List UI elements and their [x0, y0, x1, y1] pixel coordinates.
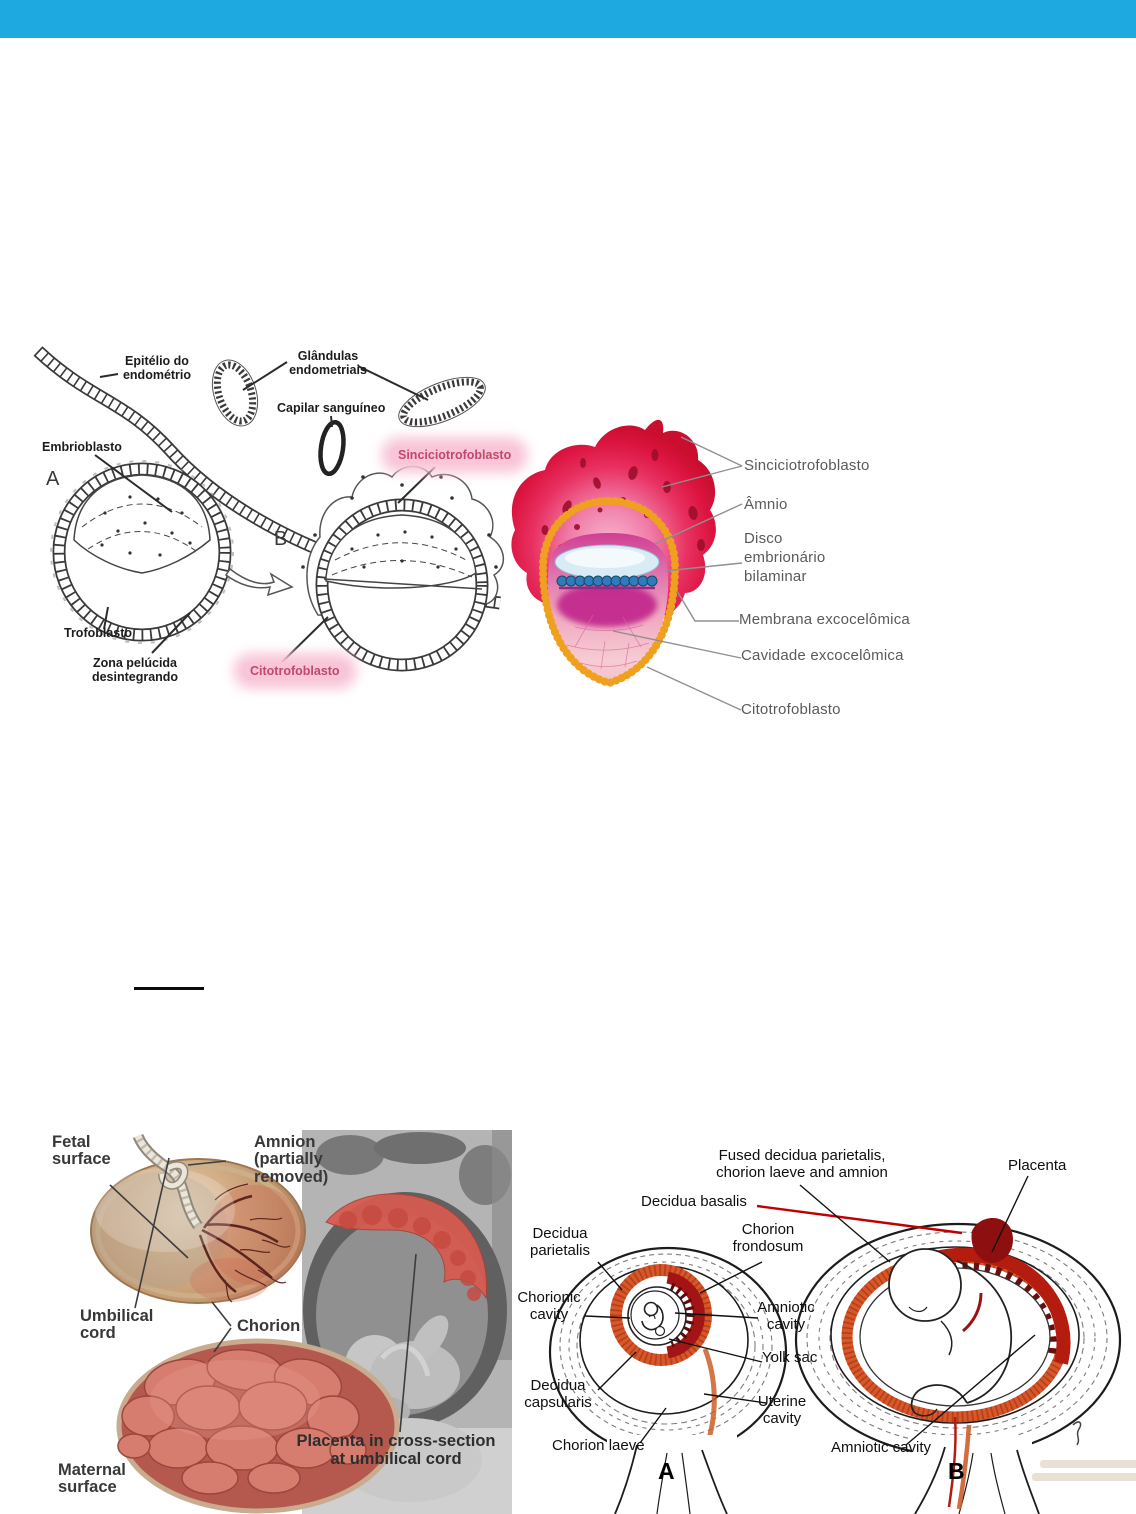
label-chorion-laeve: Chorion laeve — [552, 1437, 645, 1454]
label-letter-b: B — [274, 528, 288, 550]
label-citotrofoblasto-highlighted: Citotrofoblasto — [242, 662, 348, 680]
label-membrana-excocelomica: Membrana excocelômica — [739, 611, 910, 628]
label-amniotic-cavity-b: Amniotic cavity — [831, 1439, 932, 1456]
label-embrioblasto: Embrioblasto — [42, 440, 122, 454]
label-amnio: Âmnio — [744, 496, 788, 513]
label-capilar-sanguineo: Capilar sanguíneo — [277, 401, 386, 415]
fetus-outline — [888, 1248, 1013, 1417]
amniotic-cavity-and-disc — [554, 544, 660, 590]
fig2-leader-lines — [612, 436, 743, 711]
label-chorionic-cavity: Chorionic cavity — [517, 1289, 581, 1323]
label-amnion-removed: Amnion (partially removed) — [254, 1133, 329, 1186]
fig4-uterus-diagrams — [548, 1175, 1136, 1514]
uterus-diagram-b — [794, 1217, 1122, 1514]
faint-watermark — [1032, 1460, 1136, 1481]
label-amniotic-cavity-a: Amniotic cavity — [757, 1299, 815, 1333]
label-sinciciotrofoblasto-2: Sinciciotrofoblasto — [744, 457, 870, 474]
fig4-leader-lines — [584, 1175, 1036, 1446]
label-disco-embrionario: Disco embrionário bilaminar — [744, 530, 826, 585]
maternal-surface-placenta — [116, 1338, 400, 1514]
transition-arrow — [224, 567, 294, 597]
fig3-leader-lines — [109, 1157, 417, 1433]
label-placenta: Placenta — [1008, 1157, 1067, 1174]
label-umbilical-cord: Umbilical cord — [80, 1307, 154, 1343]
umbilical-cord — [132, 1133, 203, 1230]
fetal-surface-placenta — [90, 1133, 306, 1304]
blastocyst-a — [50, 460, 234, 644]
label-diagram-letter-a: A — [658, 1458, 675, 1484]
label-letter-a: A — [46, 468, 60, 490]
label-uterine-cavity: Uterine cavity — [757, 1393, 807, 1427]
uterus-diagram-a — [548, 1246, 788, 1514]
header-bar — [0, 0, 1136, 38]
endometrial-glands — [211, 359, 486, 428]
cytotrophoblast-ring — [538, 496, 680, 688]
embryo-outline — [641, 1301, 666, 1337]
label-fetal-surface: Fetal surface — [52, 1133, 111, 1169]
label-diagram-letter-b: B — [948, 1458, 965, 1484]
label-glandulas-endometriais: Glândulas endometriais — [289, 349, 367, 378]
blood-capillary — [318, 419, 346, 477]
label-zona-pelucida: Zona pelúcida desintegrando — [91, 656, 179, 685]
label-sinciciotrofoblasto-highlighted: Sinciciotrofoblasto — [390, 446, 520, 464]
label-cavidade-excocelomica: Cavidade excocelômica — [741, 647, 904, 664]
fig2-bilaminar-disc-diagram — [511, 419, 743, 711]
blastocyst-b — [301, 465, 504, 672]
label-decidua-parietalis: Decidua parietalis — [529, 1225, 591, 1259]
label-chorion-frondosum: Chorion frondosum — [732, 1221, 804, 1255]
label-citotrofoblasto-2: Citotrofoblasto — [741, 701, 841, 718]
label-decidua-basalis: Decidua basalis — [641, 1193, 747, 1210]
label-epitelio-endometrio: Epitélio do endométrio — [122, 354, 192, 383]
endometrial-epithelium-band — [33, 346, 501, 610]
label-placenta-cross-section: Placenta in cross-section at umbilical c… — [296, 1432, 496, 1469]
label-decidua-capsularis: Decidua capsularis — [524, 1377, 592, 1411]
fig3-placenta-photos — [90, 1130, 512, 1514]
label-maternal-surface: Maternal surface — [58, 1461, 126, 1497]
label-chorion: Chorion — [237, 1317, 301, 1335]
short-underline — [134, 987, 204, 990]
label-trofoblasto: Trofoblasto — [64, 626, 133, 640]
fig1-blastocyst-drawing — [33, 346, 504, 672]
label-yolk-sac: Yolk sac — [762, 1349, 818, 1366]
decidua-basalis-red-line — [756, 1204, 963, 1235]
figure-number-squiggle — [1072, 1421, 1082, 1446]
label-fused-decidua: Fused decidua parietalis, chorion laeve … — [716, 1147, 888, 1181]
fig1-leader-lines — [94, 361, 436, 670]
